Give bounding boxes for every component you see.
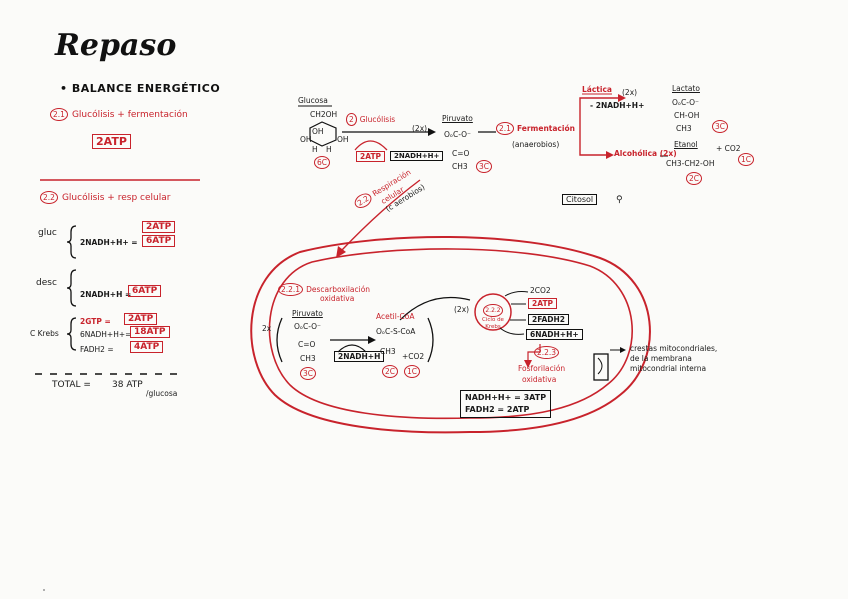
desc-label: desc [36,278,57,288]
citosol-marker: ⚲ [616,195,623,205]
section-2-2: 2.2 Glucólisis + resp celular [40,191,170,204]
fermentacion-step: 2.1 Fermentación [496,122,575,135]
ferm-branch-lactica [579,97,620,145]
descarboxilacion-step: 2.2.1 Descarboxilación [278,283,370,296]
krebs-fadh-box: 2FADH2 [528,314,570,325]
mitochondrion-outer [250,236,651,434]
krebs-nadh: 6NADH+H+= [80,330,132,339]
glucolisis-curve [354,140,388,151]
lactato-label: Lactato [672,84,700,93]
balance-heading: • BALANCE ENERGÉTICO [60,82,221,95]
badge-2-2: 2.2 [40,191,58,204]
total-label: TOTAL = [52,380,91,390]
glucolisis-step: 2 Glucólisis [346,113,395,126]
krebs-fadh-atp-box: 4ATP [130,341,164,353]
mitochondrion-inner [268,248,633,420]
gluc-nadh: 2NADH+H+ = [80,238,138,247]
etanol-label: Etanol [674,140,698,149]
crest-box [593,353,609,381]
lactica-label: Láctica [582,85,612,94]
desc-atp-box: 6ATP [128,285,162,297]
equivalence-box: NADH+H+ = 3ATP FADH2 = 2ATP [460,390,552,418]
brace-desc [66,269,77,307]
krebs-label: C Krebs [30,329,59,338]
s21-atp-box: 2ATP [92,134,131,149]
piruvato-label: Piruvato [442,114,473,123]
krebs-atp-box: 2ATP [528,298,558,309]
glu-nadh-box: 2NADH+H+ [390,151,444,161]
gluc-nadh-atp-box: 6ATP [142,235,176,247]
ferm-branch-alcoholica [579,145,608,156]
alcoholica-label: Alcohólica (2x) [614,149,677,158]
krebs-nadh-box: 6NADH+H+ [526,329,583,340]
acetil-label: Acetil-CoA [376,312,415,321]
krebs-gtp-atp-box: 2ATP [124,313,158,325]
page-title: Repaso [55,28,177,63]
brace-krebs [66,317,77,351]
fosforilacion-badge: 2.2.3 [534,346,560,359]
desc-nadh: 2NADH+H = [80,290,132,299]
badge-2-1: 2.1 [50,108,68,121]
brace-gluc [66,225,77,259]
krebs-nadh-atp-box: 18ATP [130,326,170,338]
section-2-1-title: Glucólisis + fermentación [71,109,188,120]
gluc-label: gluc [38,228,57,238]
krebs-fadh: FADH2 = [80,345,114,354]
krebs-circle [474,293,512,331]
total-per: /glucosa [146,389,178,398]
glu-atp-box: 2ATP [356,151,386,162]
crestas-note: crestas mitocondriales, de la membrana m… [630,344,718,373]
krebs-cycle: 2.2.2 Ciclo de Krebs [480,297,506,331]
section-2-1: 2.1 Glucólisis + fermentación [50,108,188,121]
glucosa-label: Glucosa [298,96,328,105]
krebs-gtp: 2GTP = [80,317,111,326]
section-2-2-title: Glucólisis + resp celular [61,192,171,203]
total-value: 38 ATP [112,380,143,390]
glucose-ring [309,121,337,147]
desc-nadh-box: 2NADH+H [334,351,385,362]
citosol-box: Citosol [562,194,598,205]
glucosa-6c: 6C [314,156,331,169]
gluc-atp-box: 2ATP [142,221,176,233]
